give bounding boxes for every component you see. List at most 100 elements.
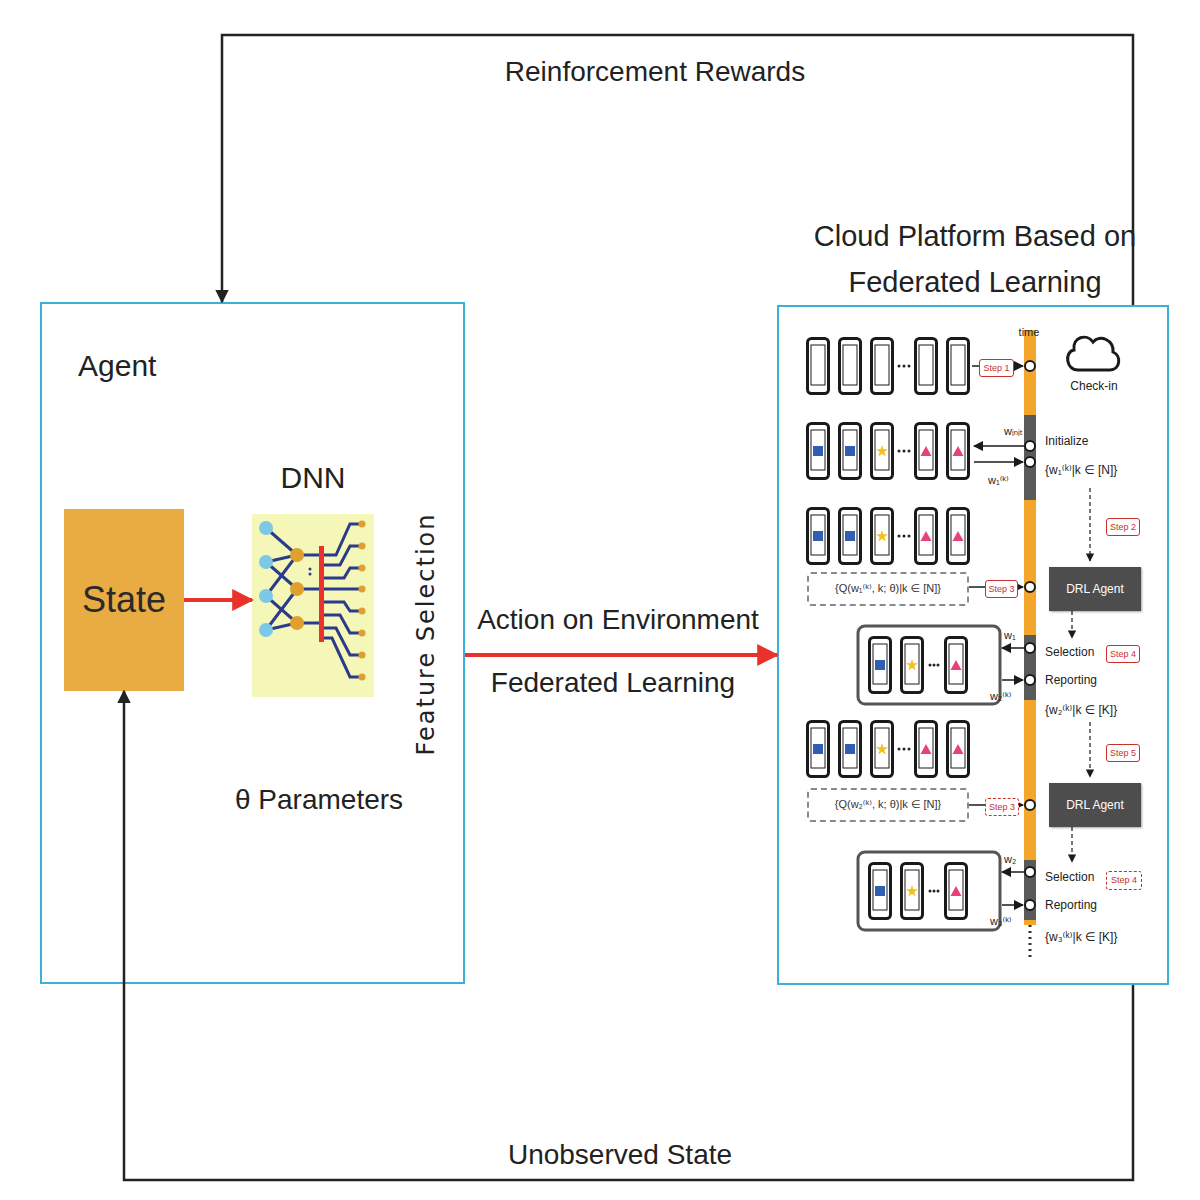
square-icon: [875, 660, 885, 670]
step-tag: Step 4: [1106, 871, 1142, 890]
timeline-point: [1025, 361, 1035, 371]
output-dot: [359, 565, 366, 572]
event-label: Selection: [1045, 645, 1094, 659]
state-box: State: [64, 509, 184, 691]
network-wire: [321, 588, 362, 591]
node-text: Step 1: [983, 363, 1009, 374]
star-icon: [876, 743, 888, 755]
phone-icon: [840, 509, 861, 564]
ellipsis-dot: [929, 890, 932, 893]
phone-icon: [948, 509, 969, 564]
ellipsis-dot: [937, 664, 940, 667]
network-wire: [297, 554, 321, 557]
phone-icon: [948, 424, 969, 479]
timeline-point: [1025, 675, 1035, 685]
node-text: Step 4: [1111, 875, 1137, 886]
step-tag: Step 1: [979, 359, 1014, 377]
vertical-label: Feature Selection: [412, 513, 441, 756]
phone-icon: [808, 722, 829, 777]
ellipsis-dot: [898, 365, 901, 368]
node-text: {Q(w₂⁽ᵏ⁾, k; θ)|k ∈ [N]}: [835, 798, 942, 811]
ellipsis-dot: [903, 748, 906, 751]
flow-arrow: [124, 691, 1133, 1180]
triangle-icon: [921, 531, 932, 541]
timeline-segment: [1024, 635, 1036, 700]
node-text: Step 5: [1110, 748, 1136, 759]
ellipsis-dot: [309, 568, 312, 571]
ellipsis-dot: [908, 365, 911, 368]
timeline-point: [1025, 867, 1035, 877]
phone-icon: [916, 424, 937, 479]
event-label: Initialize: [1045, 434, 1088, 448]
triangle-icon: [921, 744, 932, 754]
phone-icon: [872, 424, 893, 479]
node-text: DRL Agent: [1066, 798, 1124, 812]
timeline-continuation: [1029, 925, 1032, 958]
timeline-point: [1025, 457, 1035, 467]
timeline-point: [1025, 900, 1035, 910]
step-tag: Step 3: [985, 580, 1018, 598]
ellipsis-dot: [908, 450, 911, 453]
edge-label: Reinforcement Rewards: [505, 55, 805, 89]
square-icon: [845, 446, 855, 456]
weight-set-label: {w₃⁽ᵏ⁾|k ∈ [K]}: [1045, 930, 1117, 944]
network-wire: [266, 623, 297, 630]
triangle-icon: [921, 446, 932, 456]
step-tag: Step 3: [985, 798, 1019, 816]
event-label: Reporting: [1045, 673, 1097, 687]
ellipsis-dot: [929, 664, 932, 667]
node-text: DNN: [232, 460, 394, 496]
model-arrow: [974, 461, 1023, 463]
flow-arrow: [184, 598, 252, 602]
input-neuron: [259, 589, 273, 603]
node-text: Step 2: [1110, 522, 1136, 533]
ellipsis-dot: [898, 450, 901, 453]
weight-label: w₂: [1004, 853, 1016, 866]
q-value-set: {Q(w₁⁽ᵏ⁾, k; θ)|k ∈ [N]}: [807, 572, 969, 606]
phone-icon: [872, 339, 893, 394]
square-icon: [813, 446, 823, 456]
phone-icon: [870, 638, 891, 693]
network-wire: [321, 546, 362, 565]
flow-arrow: [222, 35, 1133, 305]
output-dot: [359, 674, 366, 681]
phone-icon: [808, 339, 829, 394]
weight-label: wᵢₙᵢₜ: [1004, 425, 1023, 438]
network-wire: [266, 589, 297, 630]
timeline-point: [1025, 441, 1035, 451]
square-icon: [845, 531, 855, 541]
phone-icon: [808, 509, 829, 564]
model-arrow: [1002, 904, 1023, 906]
network-bar: [319, 546, 324, 642]
network-wire: [266, 555, 297, 596]
drl-agent-box: DRL Agent: [1049, 783, 1141, 827]
node-text: Step 3: [988, 584, 1014, 595]
node-text: {Q(w₁⁽ᵏ⁾, k; θ)|k ∈ [N]}: [835, 582, 941, 595]
phone-icon: [916, 722, 937, 777]
network-wire: [266, 555, 297, 562]
weight-set-label: {w₁⁽ᵏ⁾|k ∈ [N]}: [1045, 463, 1117, 477]
network-wire: [321, 524, 362, 555]
timeline-segment: [1024, 415, 1036, 500]
output-dot: [359, 608, 366, 615]
step-arrow: [1089, 722, 1090, 777]
ellipsis-dot: [898, 748, 901, 751]
timeline-point: [1025, 643, 1035, 653]
phone-icon: [916, 339, 937, 394]
edge-label: Action on Environment: [477, 603, 759, 637]
output-dot: [359, 586, 366, 593]
phone-icon: [840, 339, 861, 394]
node-text: Agent: [78, 348, 278, 384]
phone-icon: [872, 722, 893, 777]
selected-group: [858, 852, 1000, 930]
triangle-icon: [953, 531, 964, 541]
star-icon: [876, 445, 888, 457]
arrow-label: Federated Learning: [491, 666, 735, 700]
cloud-icon: [1068, 337, 1119, 370]
phone-icon: [948, 722, 969, 777]
model-arrow: [974, 445, 1024, 447]
phone-icon: [808, 424, 829, 479]
ellipsis-dot: [898, 535, 901, 538]
hidden-neuron: [290, 616, 304, 630]
ellipsis-dot: [908, 748, 911, 751]
